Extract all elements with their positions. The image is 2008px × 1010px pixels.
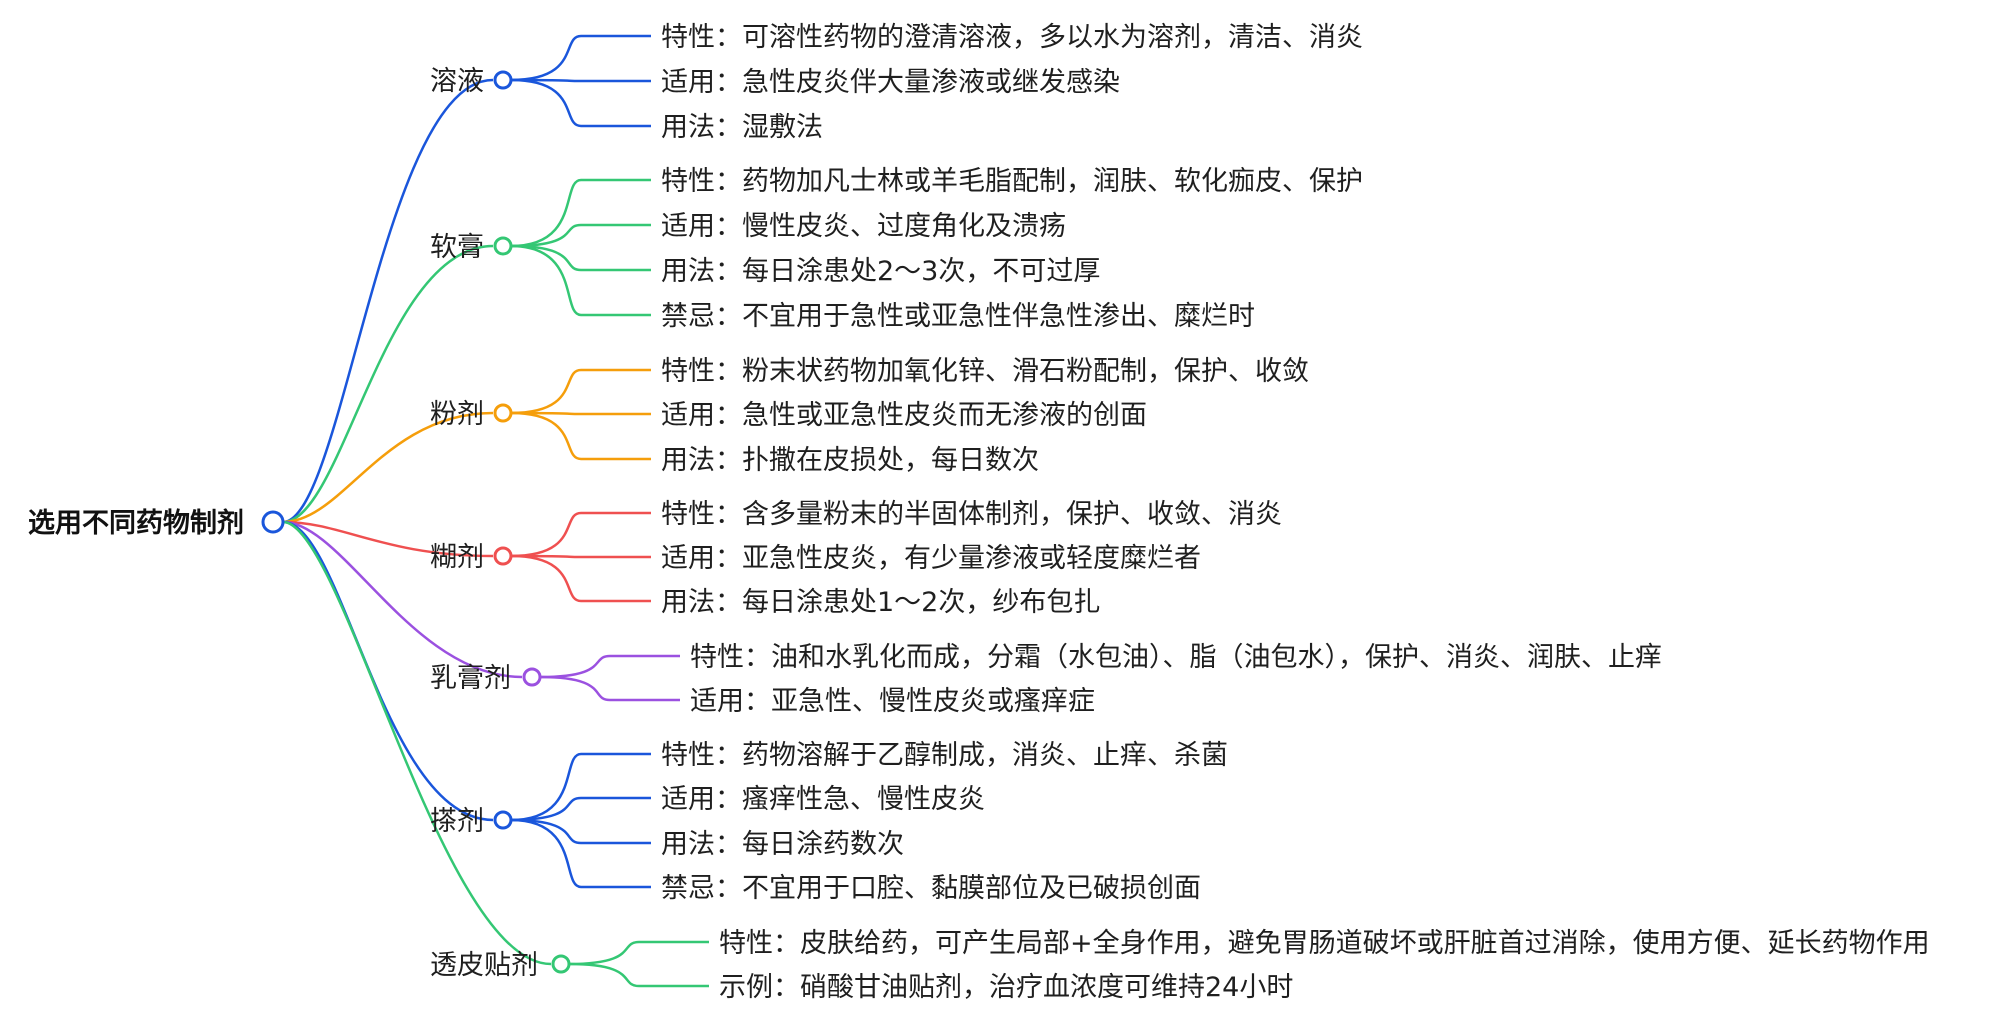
leaf-connector [568,940,709,966]
leaf-connector [510,178,651,248]
leaf-connector [510,34,651,82]
node-layer: 选用不同药物制剂 溶液特性：可溶性药物的澄清溶液，多以水为溶剂，清洁、消炎适用：… [28,22,1930,1003]
connector-layer [282,34,709,988]
leaf-connector [510,554,651,559]
leaf-label: 特性：药物加凡士林或羊毛脂配制，润肤、软化痂皮、保护 [661,166,1363,197]
branch-label-5: 乳膏剂 [430,663,511,694]
branch-label-7: 透皮贴剂 [430,950,538,981]
branch-node-circle-6[interactable] [493,810,513,830]
branch-node-circle-3[interactable] [493,403,513,423]
leaf-connector [510,511,651,558]
leaf-connector [510,818,651,845]
leaf-connector [510,244,651,272]
leaf-connector [510,554,651,603]
branch-connector-3 [282,411,494,524]
leaf-label: 用法：每日涂患处2～3次，不可过厚 [661,256,1100,287]
branch-connector-7 [282,520,552,966]
branch-connector-5 [282,520,523,679]
branch-connector-1 [282,78,494,524]
leaf-connector [510,244,651,317]
leaf-connector [539,675,680,702]
branch-connector-2 [282,244,494,524]
leaf-label: 适用：瘙痒性急、慢性皮炎 [661,784,985,815]
leaf-label: 禁忌：不宜用于口腔、黏膜部位及已破损创面 [661,873,1201,904]
leaf-label: 适用：亚急性皮炎，有少量渗液或轻度糜烂者 [661,543,1201,574]
leaf-label: 特性：粉末状药物加氧化锌、滑石粉配制，保护、收敛 [661,356,1309,387]
leaf-label: 特性：可溶性药物的澄清溶液，多以水为溶剂，清洁、消炎 [661,22,1363,53]
leaf-connector [510,223,651,248]
branch-node-circle-2[interactable] [493,236,513,256]
leaf-connector [510,411,651,461]
branch-node-circle-7[interactable] [551,954,571,974]
leaf-label: 用法：每日涂药数次 [661,829,904,860]
branch-label-6: 搽剂 [430,806,484,837]
branch-label-2: 软膏 [430,232,484,263]
leaf-label: 适用：慢性皮炎、过度角化及溃疡 [661,211,1066,242]
branch-node-circle-4[interactable] [493,546,513,566]
branch-label-1: 溶液 [430,66,484,97]
leaf-label: 特性：药物溶解于乙醇制成，消炎、止痒、杀菌 [661,740,1228,771]
leaf-label: 适用：急性皮炎伴大量渗液或继发感染 [661,67,1120,98]
leaf-label: 特性：皮肤给药，可产生局部+全身作用，避免胃肠道破坏或肝脏首过消除，使用方便、延… [719,928,1930,959]
leaf-label: 适用：急性或亚急性皮炎而无渗液的创面 [661,400,1147,431]
leaf-label: 示例：硝酸甘油贴剂，治疗血浓度可维持24小时 [719,972,1293,1003]
leaf-connector [510,818,651,889]
leaf-label: 用法：湿敷法 [661,112,823,143]
leaf-label: 适用：亚急性、慢性皮炎或瘙痒症 [690,686,1095,717]
leaf-label: 特性：油和水乳化而成，分霜（水包油）、脂（油包水），保护、消炎、润肤、止痒 [690,642,1662,673]
leaf-connector [568,962,709,988]
branch-connector-4 [282,520,494,558]
leaf-connector [510,796,651,822]
branch-node-circle-5[interactable] [522,667,542,687]
root-node-circle[interactable] [261,510,285,534]
leaf-connector [510,78,651,83]
root-node-label: 选用不同药物制剂 [28,508,244,539]
leaf-label: 用法：每日涂患处1～2次，纱布包扎 [661,587,1100,618]
branch-node-circle-1[interactable] [493,70,513,90]
leaf-connector [539,654,680,679]
leaf-connector [510,411,651,416]
branch-label-3: 粉剂 [430,399,484,430]
leaf-connector [510,752,651,822]
leaf-label: 特性：含多量粉末的半固体制剂，保护、收敛、消炎 [661,499,1282,530]
leaf-label: 用法：扑撒在皮损处，每日数次 [661,445,1039,476]
leaf-connector [510,78,651,128]
branch-label-4: 糊剂 [430,542,484,573]
leaf-label: 禁忌：不宜用于急性或亚急性伴急性渗出、糜烂时 [661,301,1255,332]
leaf-connector [510,368,651,415]
